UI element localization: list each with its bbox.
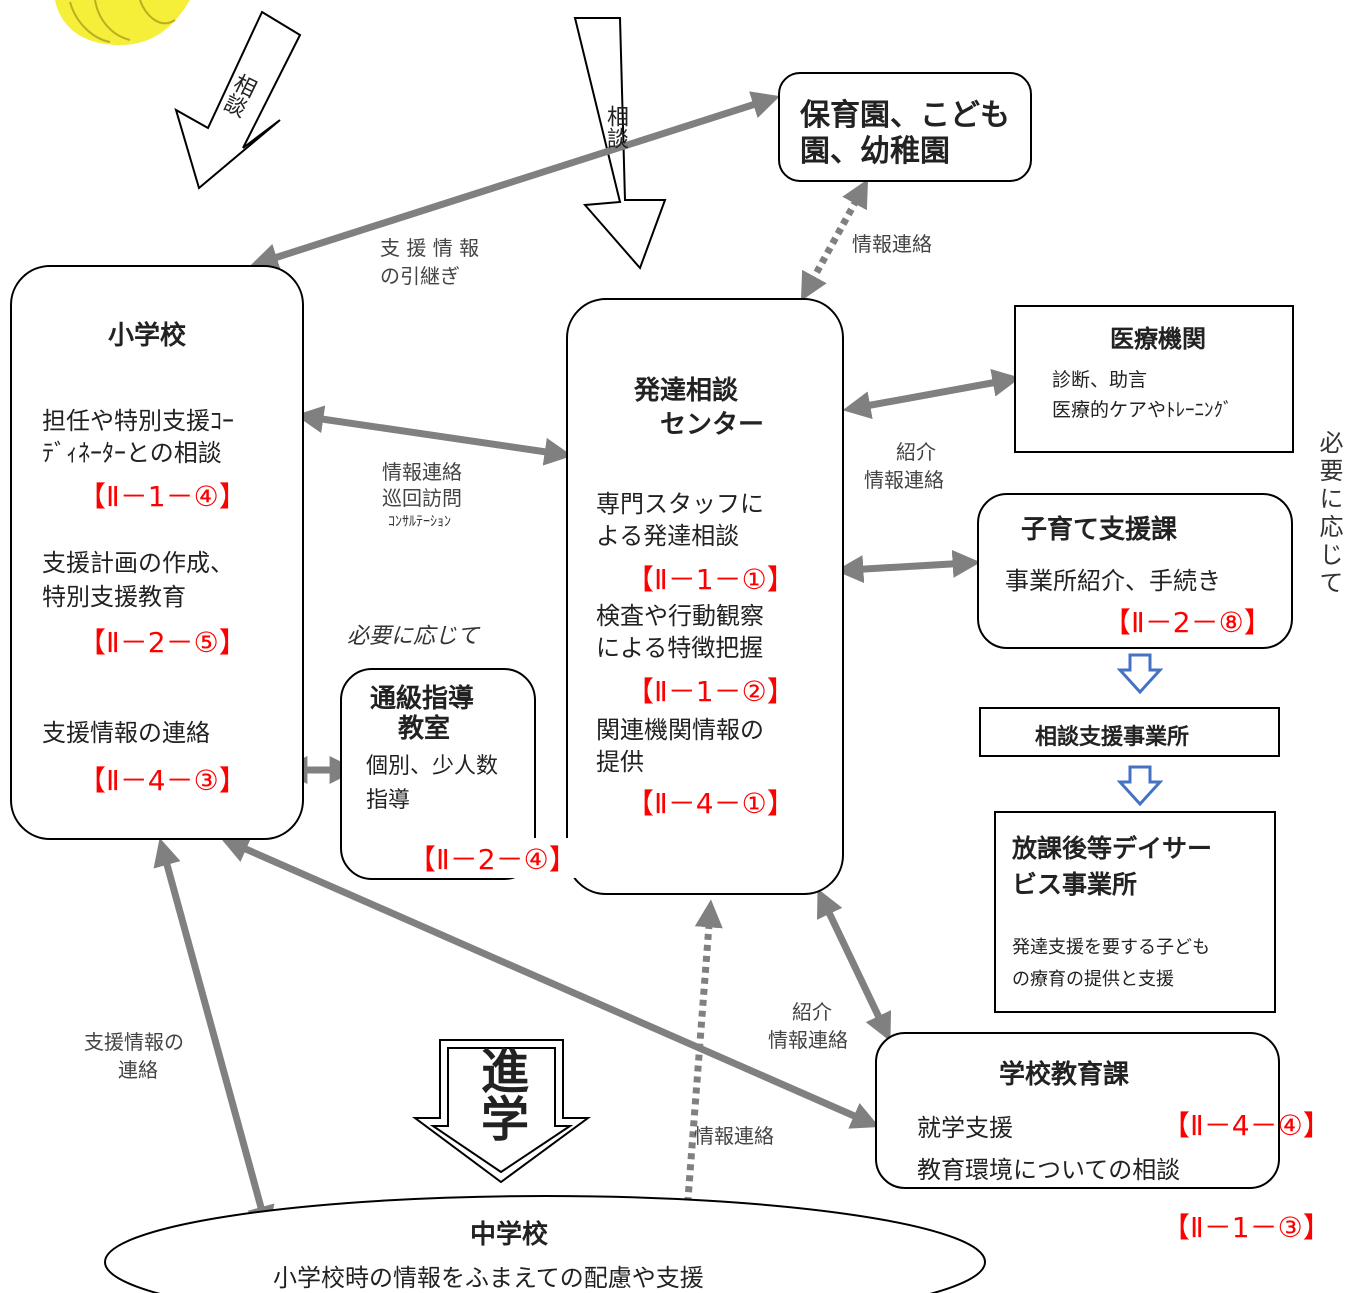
center-item3-ref: 【Ⅱ－4－①】: [626, 787, 795, 820]
school-ed-ref2: 【Ⅱ－1－③】: [1162, 1211, 1331, 1244]
elementary-item1-line2: ﾃﾞｨﾈｰﾀｰとの相談: [42, 439, 222, 467]
arrow-elementary-nursery: [250, 91, 780, 271]
after-school-title-line1: 放課後等デイサー: [1012, 834, 1213, 863]
elementary-item2-line1: 支援計画の作成、: [42, 549, 234, 577]
childcare-line1: 事業所紹介、手続き: [1005, 567, 1221, 595]
center-item2-line2: による特徴把握: [596, 634, 764, 662]
as-needed-italic-label: 必要に応じて: [347, 624, 480, 649]
dotted-arrow-nursery-center: [800, 178, 869, 302]
info-center-label-line2: 巡回訪問: [382, 486, 462, 510]
arrow-elementary-schooled: [220, 836, 880, 1129]
yellow-scribble-icon: [55, 0, 190, 45]
elementary-item1-ref: 【Ⅱ－1－④】: [78, 480, 247, 513]
tsukyu-ref: 【Ⅱ－2－④】: [408, 838, 577, 878]
referral-med-label-line2: 情報連絡: [864, 468, 944, 492]
childcare-title: 子育て支援課: [1021, 515, 1178, 545]
junior-high-line1: 小学校時の情報をふまえての配慮や支援: [273, 1264, 704, 1292]
medical-title: 医療機関: [1110, 325, 1206, 353]
center-title-line1: 発達相談: [634, 376, 739, 406]
tsukyu-line1: 個別、少人数: [366, 754, 499, 779]
development-center-box: 発達相談 センター 専門スタッフに よる発達相談 【Ⅱ－1－①】 検査や行動観察…: [566, 298, 844, 895]
after-school-line1: 発達支援を要する子ども: [1012, 937, 1210, 958]
tsukyu-title-line2: 教室: [398, 714, 451, 744]
elementary-title: 小学校: [108, 321, 187, 351]
nursery-label-line2: 園、幼稚園: [800, 134, 950, 169]
elementary-item3-ref: 【Ⅱ－4－③】: [78, 764, 247, 797]
arrow-center-medical: [842, 369, 1021, 419]
blue-down-arrow-2: [1116, 765, 1164, 807]
arrow-center-childcare: [835, 549, 981, 584]
after-school-service-box: 放課後等デイサー ビス事業所 発達支援を要する子ども の療育の提供と支援: [994, 811, 1276, 1013]
center-item1-line1: 専門スタッフに: [596, 490, 764, 518]
referral-ed-label-line2: 情報連絡: [768, 1028, 848, 1052]
elementary-item1-line1: 担任や特別支援ｺｰ: [42, 407, 234, 435]
consult-support-office-box: 相談支援事業所: [979, 707, 1280, 757]
medical-line1: 診断、助言: [1052, 369, 1148, 391]
blue-down-arrow-1: [1116, 653, 1164, 695]
after-school-line2: の療育の提供と支援: [1012, 969, 1174, 990]
info-center-label-line1: 情報連絡: [382, 460, 462, 484]
center-title-line2: センター: [660, 410, 765, 440]
consult-label-center: 相談: [603, 105, 628, 149]
childcare-ref: 【Ⅱ－2－⑧】: [1103, 606, 1272, 639]
arrow-elementary-center: [295, 405, 573, 466]
center-item3-line2: 提供: [596, 748, 644, 776]
progress-arrow-outer: [411, 1039, 592, 1184]
medical-institution-box: 医療機関 診断、助言 医療的ケアやﾄﾚｰﾆﾝｸﾞ: [1014, 305, 1294, 453]
center-item2-line1: 検査や行動観察: [596, 602, 764, 630]
as-needed-vertical-label: 必要に応じて: [1315, 430, 1343, 598]
arrow-center-schooled: [816, 888, 892, 1042]
progress-label: 進学: [472, 1046, 528, 1142]
support-info-label-line1: 支援情報の: [84, 1030, 184, 1054]
school-ed-line2: 教育環境についての相談: [917, 1156, 1181, 1184]
nursery-label-line1: 保育園、こども: [800, 98, 1010, 133]
consult-office-title: 相談支援事業所: [1035, 725, 1190, 750]
center-item2-ref: 【Ⅱ－1－②】: [626, 675, 795, 708]
tsukyu-line2: 指導: [366, 788, 411, 813]
dotted-arrow-center-junior: [673, 899, 723, 1238]
referral-ed-label-line1: 紹介: [792, 1000, 832, 1024]
info-jh-label: 情報連絡: [694, 1124, 774, 1148]
elementary-school-box: 小学校 担任や特別支援ｺｰ ﾃﾞｨﾈｰﾀｰとの相談 【Ⅱ－1－④】 支援計画の作…: [10, 265, 304, 840]
medical-line2: 医療的ケアやﾄﾚｰﾆﾝｸﾞ: [1052, 399, 1233, 421]
center-item1-ref: 【Ⅱ－1－①】: [626, 563, 795, 596]
support-info-label-line2: 連絡: [118, 1058, 158, 1082]
center-item3-line1: 関連機関情報の: [596, 716, 764, 744]
info-center-label-line3: ｺﾝｻﾙﾃｰｼｮﾝ: [388, 514, 451, 530]
nursery-box: 保育園、こども 園、幼稚園: [778, 72, 1032, 182]
consult-arrow-left-shape: [174, 10, 302, 190]
elementary-item3: 支援情報の連絡: [42, 719, 210, 747]
school-ed-title: 学校教育課: [999, 1060, 1130, 1090]
elementary-item2-ref: 【Ⅱ－2－⑤】: [78, 626, 247, 659]
info-nursery-label: 情報連絡: [852, 232, 932, 256]
school-ed-line1: 就学支援: [917, 1114, 1013, 1142]
junior-high-ellipse: [104, 1195, 986, 1293]
school-ed-ref1: 【Ⅱ－4－④】: [1162, 1109, 1331, 1142]
center-item1-line2: よる発達相談: [596, 522, 740, 550]
junior-high-title: 中学校: [470, 1220, 549, 1250]
tsukyu-title-line1: 通級指導: [370, 684, 475, 714]
school-education-box: 学校教育課 就学支援 教育環境についての相談: [875, 1032, 1280, 1189]
arrow-elementary-junior: [153, 837, 275, 1235]
elementary-item2-line2: 特別支援教育: [42, 583, 186, 611]
childcare-support-box: 子育て支援課 事業所紹介、手続き 【Ⅱ－2－⑧】: [977, 493, 1293, 649]
handover-label-line1: 支 援 情 報: [380, 236, 480, 260]
handover-label-line2: の引継ぎ: [380, 264, 460, 288]
referral-med-label-line1: 紹介: [896, 440, 936, 464]
after-school-title-line2: ビス事業所: [1012, 870, 1138, 899]
progress-arrow-inner: [429, 1047, 574, 1174]
